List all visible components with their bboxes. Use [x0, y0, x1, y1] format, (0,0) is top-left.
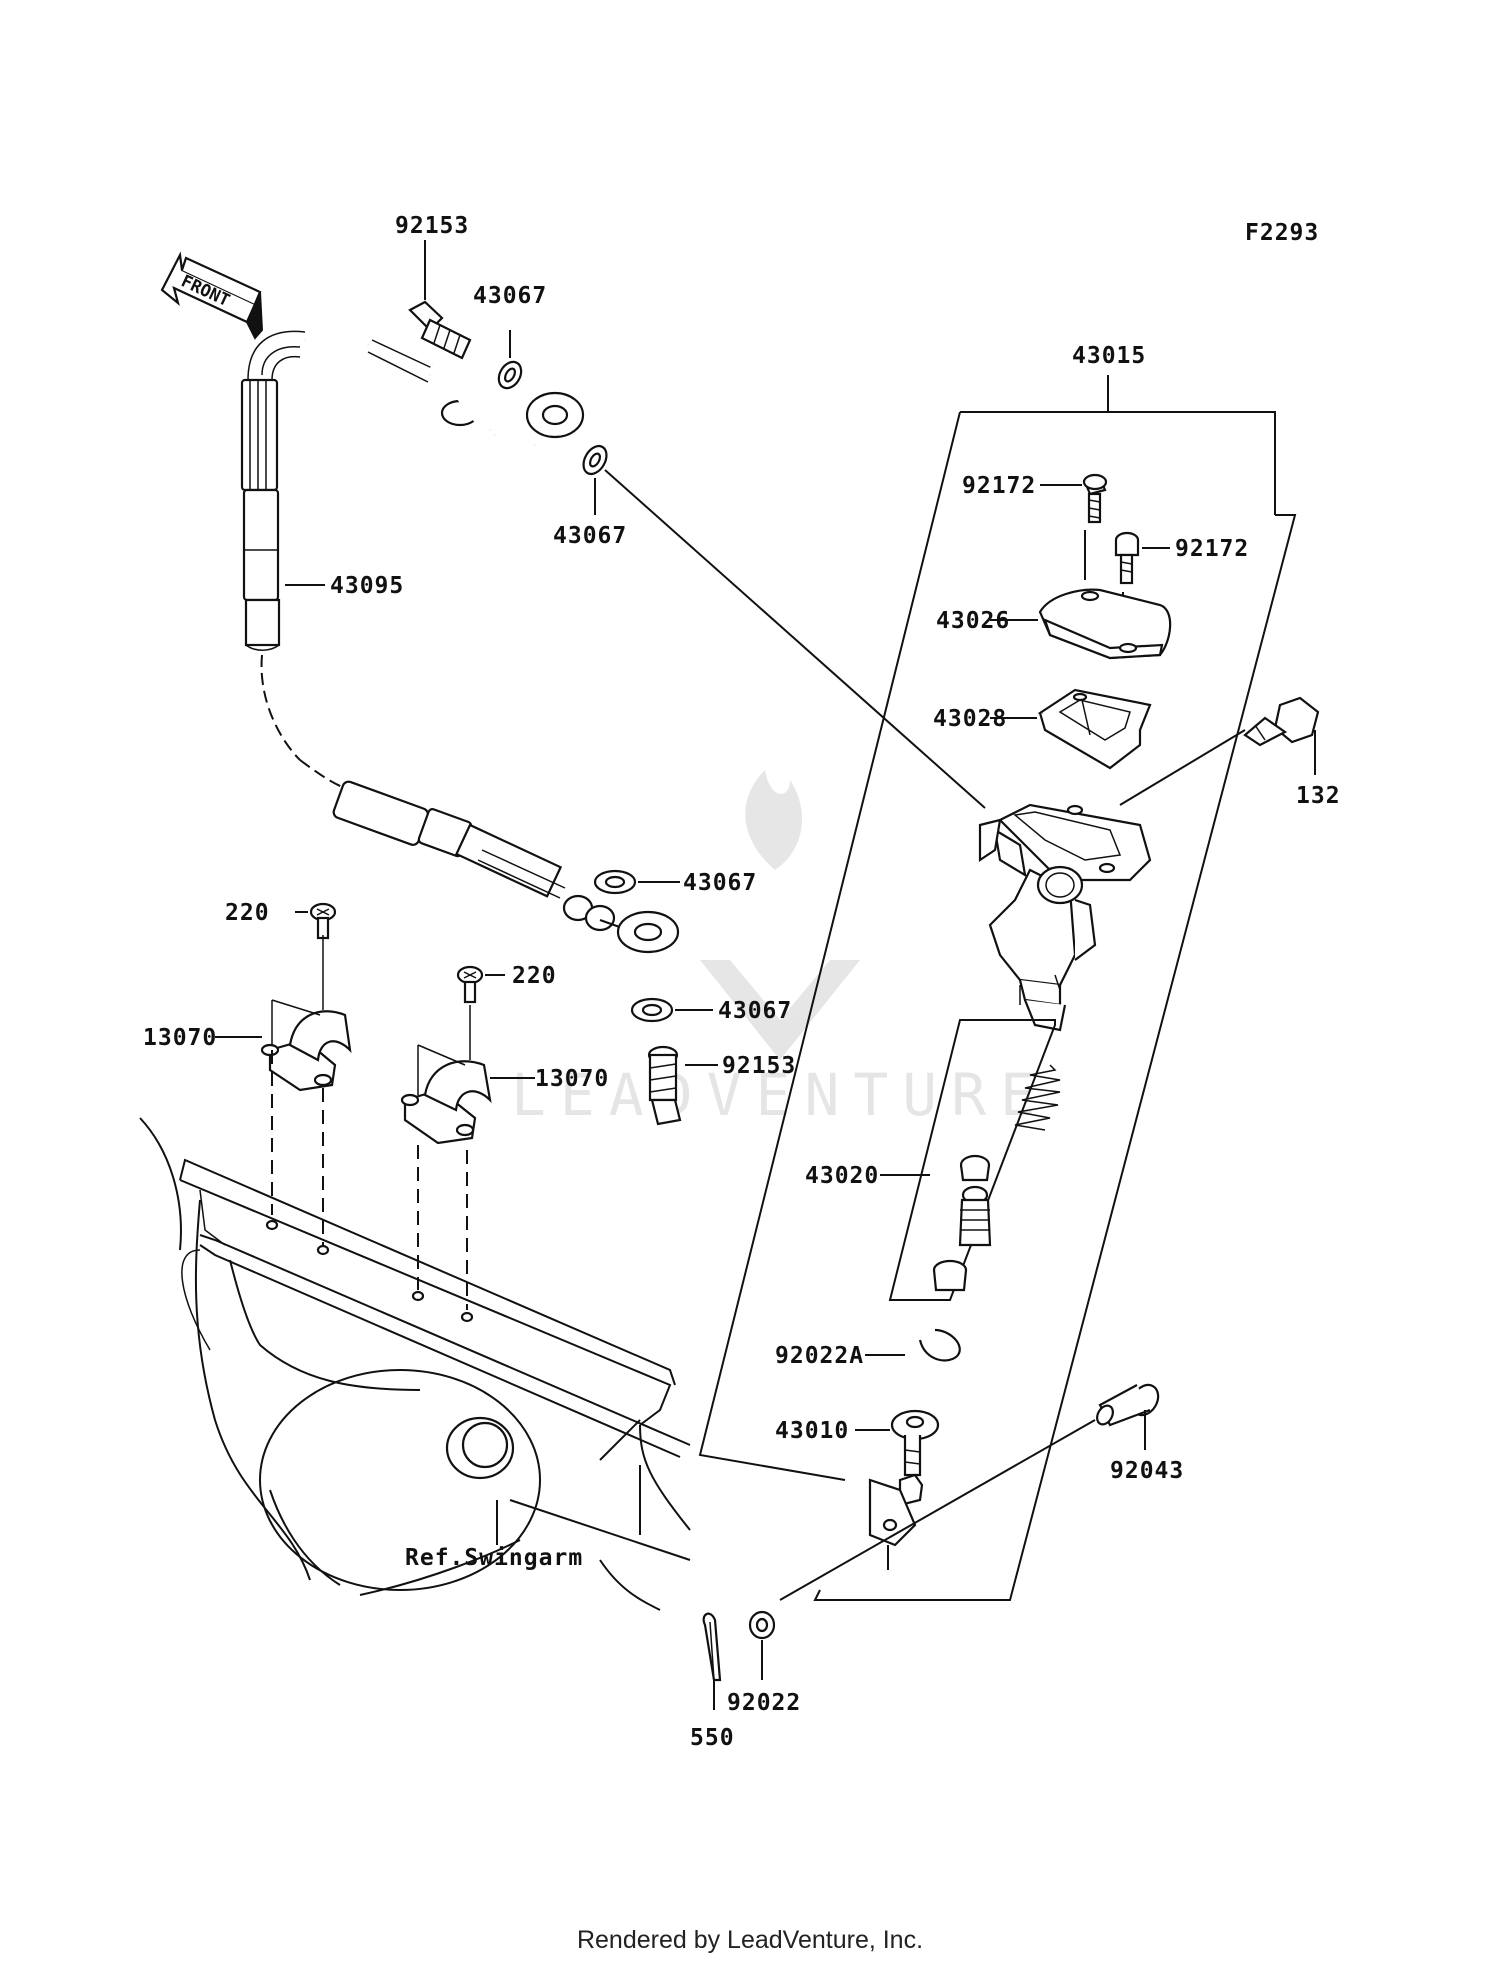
label-132: 132	[1296, 783, 1341, 809]
label-92043: 92043	[1110, 1458, 1184, 1484]
assembly-43015-frame	[698, 375, 1297, 1601]
piston-kit-43020	[880, 1019, 1061, 1301]
label-43015: 43015	[1072, 343, 1146, 369]
swingarm-outline	[139, 1117, 691, 1611]
brake-hose	[240, 328, 680, 954]
washer-43067-c	[593, 869, 680, 895]
banjo-bolt-bottom	[647, 1045, 718, 1126]
label-43028: 43028	[933, 706, 1007, 732]
screw-220-a	[295, 902, 337, 940]
diaphragm-43028	[990, 688, 1152, 770]
label-92172-b: 92172	[1175, 536, 1249, 562]
cap-screw-92172-a	[1040, 473, 1108, 580]
clamp-13070-a	[215, 935, 352, 1245]
push-rod-43010	[855, 1409, 940, 1570]
label-220-b: 220	[512, 963, 557, 989]
cotter-pin-550	[702, 1612, 722, 1710]
circlip-92022A	[865, 1328, 961, 1362]
ref-swingarm-label: Ref.Swingarm	[405, 1545, 583, 1571]
label-43067-b: 43067	[553, 523, 627, 549]
clamp-13070-b	[400, 1005, 535, 1310]
washer-43067-a	[497, 330, 523, 390]
label-92022: 92022	[727, 1690, 801, 1716]
diagram-code: F2293	[1245, 220, 1319, 246]
washer-43067-d	[630, 997, 713, 1023]
label-43095: 43095	[330, 573, 404, 599]
label-43067-d: 43067	[718, 998, 792, 1024]
label-92022A: 92022A	[775, 1343, 864, 1369]
label-92172-a: 92172	[962, 473, 1036, 499]
front-arrow-icon: FRONT	[160, 251, 264, 340]
label-550: 550	[690, 1725, 735, 1751]
master-cylinder-body	[978, 803, 1152, 1032]
mounting-holes	[265, 1219, 474, 1323]
label-43010: 43010	[775, 1418, 849, 1444]
reservoir-cap-43026	[990, 588, 1172, 660]
label-13070-b: 13070	[535, 1066, 609, 1092]
clevis-pin-92043	[779, 1383, 1160, 1601]
footer-credit: Rendered by LeadVenture, Inc.	[577, 1926, 923, 1954]
label-13070-a: 13070	[143, 1025, 217, 1051]
label-92153-bottom: 92153	[722, 1053, 796, 1079]
cap-screw-92172-b	[1114, 531, 1170, 640]
label-43067-a: 43067	[473, 283, 547, 309]
label-43067-c: 43067	[683, 870, 757, 896]
washer-43067-b	[582, 444, 986, 809]
label-92153-top: 92153	[395, 213, 469, 239]
screw-220-b	[456, 965, 505, 1004]
label-43026: 43026	[936, 608, 1010, 634]
banjo-bolt-top	[408, 240, 472, 360]
washer-92022	[748, 1610, 776, 1680]
label-43020: 43020	[805, 1163, 879, 1189]
mounting-bolt-132	[1119, 696, 1320, 806]
label-220-a: 220	[225, 900, 270, 926]
